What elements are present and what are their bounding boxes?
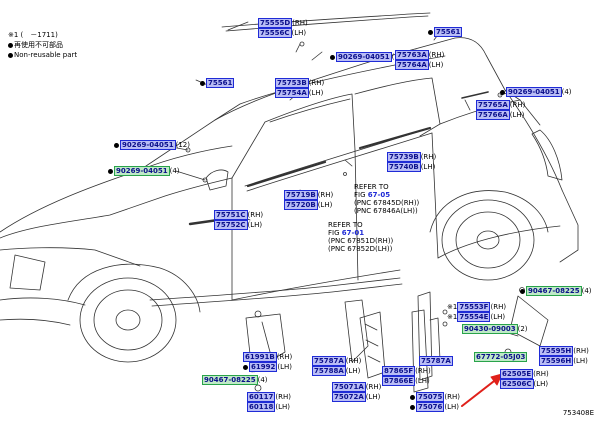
part-label-75765A[interactable]: 75765A(RH) 75766A(LH)	[476, 100, 526, 120]
non-reusable-icon	[114, 142, 119, 148]
legend: ※1 ( －1711) 再使用不可部品 Non-reusable part	[8, 30, 77, 60]
part-label-75739B[interactable]: 75739B(RH) 75740B(LH)	[387, 152, 437, 172]
non-reusable-icon	[200, 80, 205, 86]
non-reusable-icon	[410, 404, 415, 410]
refer-to-67-05[interactable]: REFER TO FIG 67-05 (PNC 67845D(RH)) (PNC…	[354, 183, 420, 215]
part-label-75787A[interactable]: 75787A(RH) 75788A(LH)	[312, 356, 362, 376]
part-label-90467-right[interactable]: 90467-08225(4)	[520, 286, 592, 296]
part-label-90269-4-left[interactable]: 90269-04051(4)	[108, 166, 180, 176]
part-label-60117[interactable]: 60117(RH) 60118(LH)	[247, 392, 291, 412]
part-label-61991B[interactable]: 61991B(RH) 61992(LH)	[243, 352, 293, 372]
part-label-75595H[interactable]: 75595H(RH) 75596H(LH)	[539, 346, 589, 366]
red-arrow-indicator	[461, 373, 503, 407]
part-label-90467-left[interactable]: 90467-08225(4)	[202, 375, 268, 385]
part-label-75763A[interactable]: 75763A(RH) 75764A(LH)	[395, 50, 445, 70]
part-label-75071A[interactable]: 75071A(RH) 75072A(LH)	[332, 382, 382, 402]
non-reusable-icon	[243, 364, 248, 370]
non-reusable-icon	[108, 168, 113, 174]
legend-reusable: 再使用不可部品	[8, 40, 77, 50]
part-label-75751C[interactable]: 75751C(RH) 75752C(LH)	[214, 210, 264, 230]
part-label-90269-12[interactable]: 90269-04051(12)	[114, 140, 190, 150]
part-label-75787A-mid[interactable]: 75787A	[419, 356, 453, 366]
part-label-75753B[interactable]: 75753B(RH) 75754A(LH)	[275, 78, 325, 98]
figure-code: 753408E	[562, 409, 594, 417]
vehicle-body-outline	[0, 12, 579, 363]
refer-to-67-01[interactable]: REFER TO FIG 67-01 (PNC 67851D(RH)) (PNC…	[328, 221, 394, 253]
legend-note: ※1 ( －1711)	[8, 31, 58, 39]
non-reusable-icon	[500, 89, 505, 95]
part-label-75719B[interactable]: 75719B(RH) 75720B(LH)	[284, 190, 334, 210]
part-label-87865F[interactable]: 87865F(RH) 87866E(LH)	[382, 366, 431, 386]
part-label-75561-left[interactable]: 75561	[200, 78, 235, 88]
part-label-67772[interactable]: 67772-05J03	[474, 352, 528, 362]
non-reusable-icon	[410, 394, 415, 400]
bullet-icon	[8, 52, 13, 58]
non-reusable-icon	[428, 29, 433, 35]
part-label-62505E[interactable]: 62505E(RH) 62506C(LH)	[500, 369, 549, 389]
part-label-75075[interactable]: 75075(RH) 75076(LH)	[410, 392, 460, 412]
part-label-90269-4-right[interactable]: 90269-04051(4)	[500, 87, 572, 97]
non-reusable-icon	[330, 54, 335, 60]
part-label-75555D[interactable]: 75555D(RH) 75556C(LH)	[258, 18, 308, 38]
part-label-75561-top[interactable]: 75561	[428, 27, 463, 37]
legend-non-reusable: Non-reusable part	[8, 50, 77, 60]
bullet-icon	[8, 42, 13, 48]
non-reusable-icon	[520, 288, 525, 294]
part-label-90430[interactable]: 90430-09003(2)	[462, 324, 528, 334]
